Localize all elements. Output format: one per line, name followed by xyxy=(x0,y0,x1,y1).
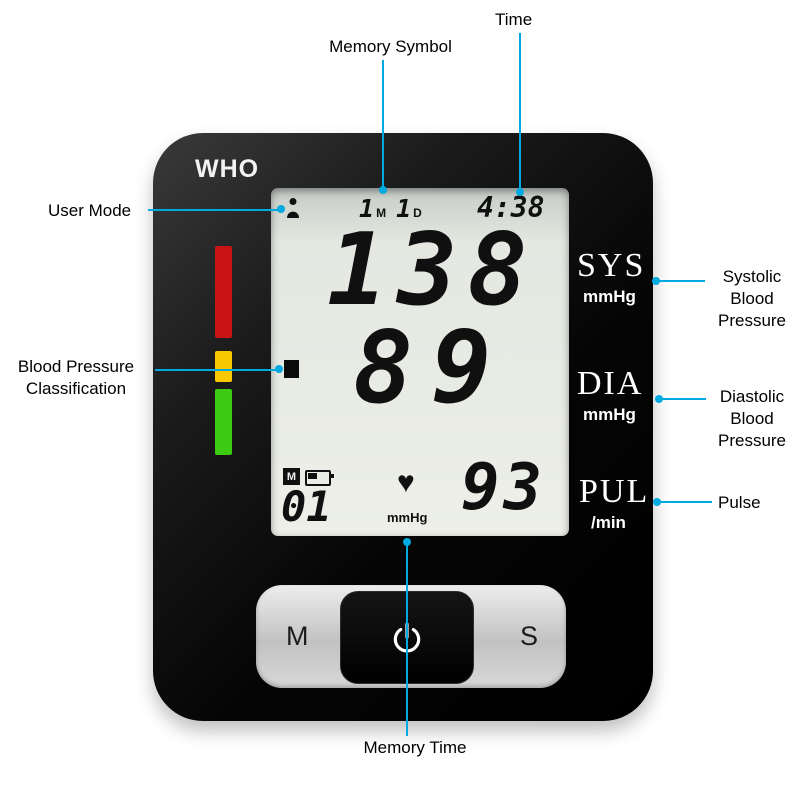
time-callout-line xyxy=(519,33,521,191)
pulse-callout-dot xyxy=(653,498,661,506)
pul-unit-label: /min xyxy=(591,513,626,532)
systolic-line1: Systolic xyxy=(722,267,782,286)
systolic-line2: Blood xyxy=(730,289,774,308)
memory-symbol-display: 1 M 1 D xyxy=(359,196,422,221)
memory-symbol-callout-dot xyxy=(379,186,387,194)
bp-classification-callout-dot xyxy=(275,365,283,373)
time-display: 4:38 xyxy=(477,191,545,224)
systolic-line3: Pressure xyxy=(717,311,787,330)
memory-number: 01 xyxy=(281,482,332,531)
button-panel: M S xyxy=(256,585,566,688)
memory-button[interactable]: M xyxy=(286,621,309,651)
memory-symbol-callout-line xyxy=(382,60,384,190)
memory-sub-m: M xyxy=(376,206,387,220)
systolic-value: 138 xyxy=(327,211,538,328)
blood-pressure-monitor: WHO 1 M 1 D 4:38 138 89 M 01 ♥ mmH xyxy=(153,133,653,721)
dia-unit-label: mmHg xyxy=(583,405,636,424)
diastolic-value: 89 xyxy=(353,309,510,426)
diastolic-line2: Blood xyxy=(730,409,774,428)
set-button[interactable]: S xyxy=(519,621,538,651)
memory-time-callout-dot xyxy=(403,538,411,546)
systolic-callout-line xyxy=(659,280,705,282)
diastolic-callout-label: Diastolic Blood Pressure xyxy=(706,386,798,452)
pulse-callout-label: Pulse xyxy=(718,493,761,512)
memory-badge: M xyxy=(283,468,300,485)
diastolic-line3: Pressure xyxy=(717,431,787,450)
bp-classification-callout-label: Blood Pressure Classification xyxy=(0,356,152,400)
heart-icon: ♥ xyxy=(397,466,415,499)
pulse-callout-line xyxy=(660,501,712,503)
systolic-callout-dot xyxy=(652,277,660,285)
sys-label: SYS xyxy=(577,247,646,284)
memory-digit-1: 1 xyxy=(359,194,375,223)
user-mode-icon xyxy=(287,198,299,218)
who-scale-yellow-bar xyxy=(215,351,232,382)
bp-classification-line2: Classification xyxy=(25,379,127,398)
sys-unit-label: mmHg xyxy=(583,287,636,306)
dia-label: DIA xyxy=(577,365,644,402)
memory-time-callout-label: Memory Time xyxy=(363,738,467,757)
time-callout-dot xyxy=(516,188,524,196)
diastolic-line1: Diastolic xyxy=(719,387,785,406)
battery-fill xyxy=(308,473,317,479)
who-scale-green-bar xyxy=(215,389,232,455)
diastolic-callout-dot xyxy=(655,395,663,403)
systolic-callout-label: Systolic Blood Pressure xyxy=(706,266,798,332)
pulse-value: 93 xyxy=(461,451,547,525)
battery-icon xyxy=(305,470,334,486)
memory-symbol-callout-label: Memory Symbol xyxy=(329,37,452,56)
brand-label: WHO xyxy=(195,155,260,183)
memory-sub-d: D xyxy=(413,206,422,220)
user-mode-callout-label: User Mode xyxy=(48,201,132,220)
memory-digit-2: 1 xyxy=(396,194,412,223)
lcd-display: 1 M 1 D 4:38 138 89 M 01 ♥ mmHg 93 xyxy=(271,188,569,536)
memory-time-callout-line xyxy=(406,544,408,736)
bp-classification-callout-line xyxy=(155,369,281,371)
time-callout-label: Time xyxy=(495,10,533,29)
pul-label: PUL xyxy=(579,473,650,510)
mmhg-unit-label: mmHg xyxy=(387,510,428,525)
user-mode-callout-dot xyxy=(277,205,285,213)
user-mode-callout-line xyxy=(148,209,282,211)
diastolic-callout-line xyxy=(662,398,706,400)
who-scale-red-bar xyxy=(215,246,232,338)
bp-classification-line1: Blood Pressure xyxy=(17,357,135,376)
bp-classification-indicator xyxy=(284,360,299,378)
